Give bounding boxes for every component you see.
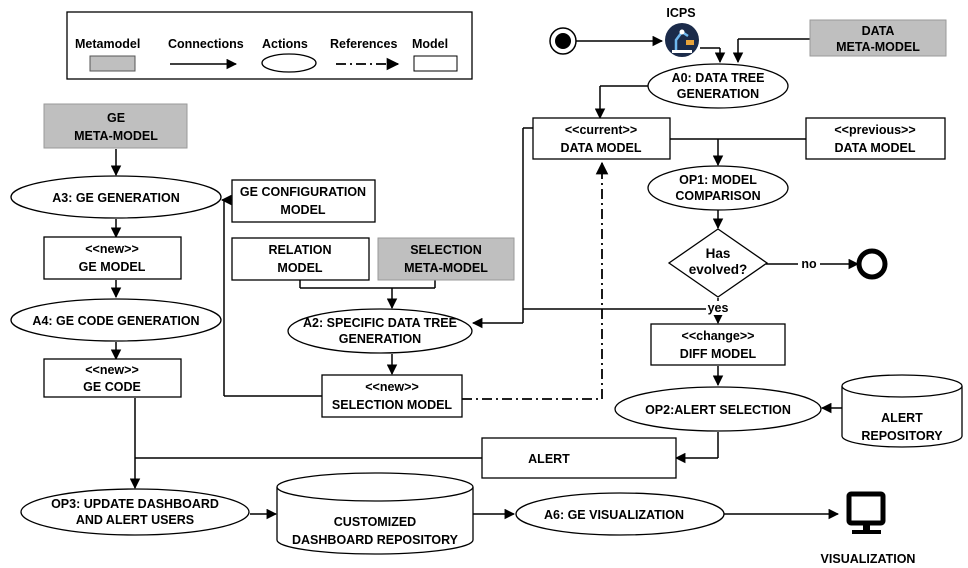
alert-repository-line2: REPOSITORY <box>861 429 943 443</box>
data-meta-model-line1: DATA <box>862 24 895 38</box>
selection-meta-model-line2: META-MODEL <box>404 261 488 275</box>
legend-model-label: Model <box>412 37 448 51</box>
connectors <box>110 35 860 520</box>
legend-metamodel-label: Metamodel <box>75 37 140 51</box>
op1-line1: OP1: MODEL <box>679 173 757 187</box>
op2-alert-selection: OP2:ALERT SELECTION <box>614 386 822 432</box>
dashboard-repository-line2: DASHBOARD REPOSITORY <box>292 533 459 547</box>
legend-references-label: References <box>330 37 397 51</box>
a6-ge-visualization: A6: GE VISUALIZATION <box>515 492 725 536</box>
a2-line2: GENERATION <box>339 332 421 346</box>
dashboard-repository-line1: CUSTOMIZED <box>334 515 416 529</box>
op3-line1: OP3: UPDATE DASHBOARD <box>51 497 219 511</box>
a0-data-tree-generation: A0: DATA TREE GENERATION <box>647 63 789 109</box>
previous-data-model-line1: <<previous>> <box>834 123 915 137</box>
a2-line1: A2: SPECIFIC DATA TREE <box>303 316 457 330</box>
start-node <box>549 27 577 55</box>
op3-update-dashboard: OP3: UPDATE DASHBOARD AND ALERT USERS <box>20 488 250 536</box>
no-label: no <box>801 257 817 271</box>
op3-line2: AND ALERT USERS <box>76 513 194 527</box>
a0-line2: GENERATION <box>677 87 759 101</box>
selection-meta-model: SELECTION META-MODEL <box>377 237 515 281</box>
legend: Metamodel Connections Actions References… <box>66 11 473 80</box>
ge-meta-model: GE META-MODEL <box>43 103 188 149</box>
a3-label: A3: GE GENERATION <box>52 191 180 205</box>
op1-line2: COMPARISON <box>675 189 760 203</box>
has-evolved-line1: Has <box>706 246 731 261</box>
icps-label: ICPS <box>666 6 695 20</box>
alert-box: ALERT <box>481 437 677 479</box>
legend-metamodel-swatch <box>89 55 136 72</box>
a2-specific-data-tree-generation: A2: SPECIFIC DATA TREE GENERATION <box>287 308 473 354</box>
end-node <box>856 248 888 280</box>
alert-repository: ALERT REPOSITORY <box>841 374 963 448</box>
alert-label: ALERT <box>528 452 570 466</box>
ge-configuration-line2: MODEL <box>280 203 326 217</box>
diff-model-line1: <<change>> <box>682 329 755 343</box>
relation-model: RELATION MODEL <box>231 237 370 281</box>
ge-model-line1: <<new>> <box>85 242 139 256</box>
current-data-model-line2: DATA MODEL <box>560 141 641 155</box>
selection-model-line1: <<new>> <box>365 380 419 394</box>
legend-model-swatch <box>413 55 458 72</box>
diff-model-line2: DIFF MODEL <box>680 347 757 361</box>
dashboard-repository: CUSTOMIZED DASHBOARD REPOSITORY <box>276 472 474 555</box>
previous-data-model-line2: DATA MODEL <box>834 141 915 155</box>
legend-actions-label: Actions <box>262 37 308 51</box>
ge-meta-model-line2: META-MODEL <box>74 129 158 143</box>
selection-model-line2: SELECTION MODEL <box>332 398 453 412</box>
visualization-label: VISUALIZATION <box>821 552 916 566</box>
a3-ge-generation: A3: GE GENERATION <box>10 175 222 219</box>
icps-node: ICPS <box>665 6 699 57</box>
data-meta-model: DATA META-MODEL <box>809 19 947 57</box>
ge-configuration-model: GE CONFIGURATION MODEL <box>231 179 376 223</box>
ge-meta-model-line1: GE <box>107 111 125 125</box>
a4-label: A4: GE CODE GENERATION <box>32 314 199 328</box>
previous-data-model: <<previous>> DATA MODEL <box>805 117 946 160</box>
op2-label: OP2:ALERT SELECTION <box>645 403 791 417</box>
selection-meta-model-line1: SELECTION <box>410 243 482 257</box>
ge-model-line2: GE MODEL <box>79 260 146 274</box>
relation-model-line1: RELATION <box>269 243 332 257</box>
has-evolved-line2: evolved? <box>689 262 748 277</box>
yes-label: yes <box>708 301 729 315</box>
legend-action-ellipse <box>261 53 317 73</box>
robot-arm-icon <box>665 23 699 57</box>
a0-line1: A0: DATA TREE <box>672 71 765 85</box>
current-data-model-line1: <<current>> <box>565 123 637 137</box>
current-data-model: <<current>> DATA MODEL <box>532 117 671 160</box>
diff-model: <<change>> DIFF MODEL <box>650 323 786 366</box>
ge-model: <<new>> GE MODEL <box>43 236 182 280</box>
alert-repository-line1: ALERT <box>881 411 923 425</box>
ge-code: <<new>> GE CODE <box>43 358 182 398</box>
data-meta-model-line2: META-MODEL <box>836 40 920 54</box>
a6-label: A6: GE VISUALIZATION <box>544 508 684 522</box>
relation-model-line2: MODEL <box>277 261 323 275</box>
ge-code-line1: <<new>> <box>85 363 139 377</box>
monitor-icon <box>846 491 886 534</box>
ge-configuration-line1: GE CONFIGURATION <box>240 185 366 199</box>
selection-model: <<new>> SELECTION MODEL <box>321 374 463 418</box>
legend-connections-label: Connections <box>168 37 244 51</box>
has-evolved-decision: Has evolved? <box>667 228 769 298</box>
ge-code-line2: GE CODE <box>83 380 141 394</box>
op1-model-comparison: OP1: MODEL COMPARISON <box>647 165 789 211</box>
a4-ge-code-generation: A4: GE CODE GENERATION <box>10 298 222 342</box>
